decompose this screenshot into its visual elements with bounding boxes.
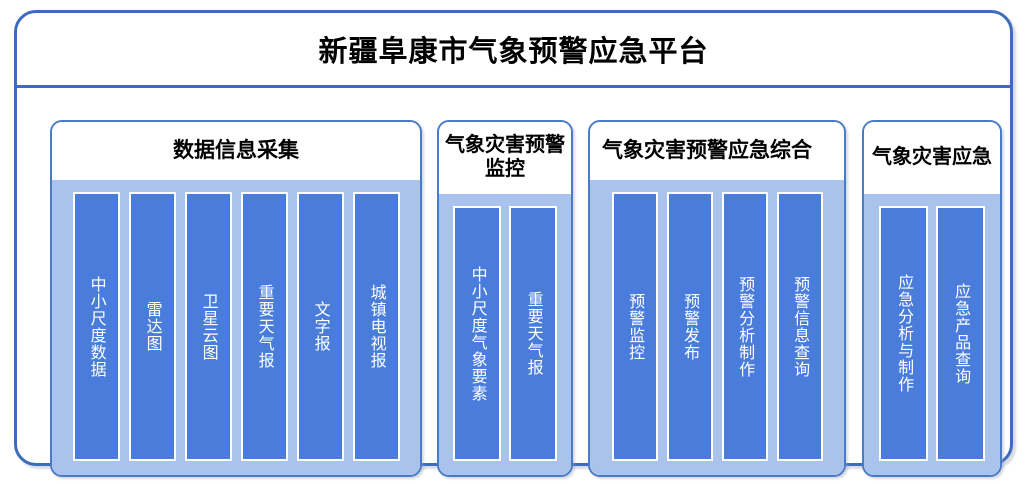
panel-disaster-warning-monitoring[interactable]: 气象灾害预警监控 中小尺度气象要素 重要天气报	[437, 120, 573, 477]
item-bar-label: 应急产品查询	[952, 282, 970, 385]
item-bar[interactable]: 应急产品查询	[936, 206, 985, 461]
item-bar-label: 预警监控	[626, 292, 644, 361]
panel-header: 气象灾害预警监控	[439, 122, 571, 194]
item-bar[interactable]: 重要天气报	[509, 206, 557, 461]
item-bar-label: 重要天气报	[524, 291, 542, 376]
item-bar[interactable]: 重要天气报	[240, 192, 288, 461]
panel-header: 数据信息采集	[52, 122, 420, 180]
item-bar[interactable]: 预警信息查询	[776, 192, 823, 461]
panel-disaster-emergency[interactable]: 气象灾害应急 应急分析与制作 应急产品查询	[862, 120, 1002, 477]
item-bar[interactable]: 城镇电视报	[352, 192, 400, 461]
panel-title: 数据信息采集	[173, 138, 299, 162]
platform-title-bar: 新疆阜康市气象预警应急平台	[17, 13, 1010, 88]
item-bar[interactable]: 中小尺度气象要素	[453, 206, 501, 461]
panels-row: 数据信息采集 中小尺度数据 雷达图 卫星云图 重要天气报 文字报	[17, 88, 1010, 477]
item-bar-label: 预警信息查询	[791, 275, 809, 378]
item-bar[interactable]: 预警监控	[611, 192, 658, 461]
item-bar[interactable]: 应急分析与制作	[879, 206, 928, 461]
item-bar-label: 文字报	[311, 301, 329, 352]
panel-warning-emergency-integrated[interactable]: 气象灾害预警应急综合 预警监控 预警发布 预警分析制作 预警信息查询	[588, 120, 846, 477]
item-bar-label: 预警发布	[681, 292, 699, 361]
item-bar-label: 城镇电视报	[367, 284, 385, 369]
item-bar[interactable]: 雷达图	[128, 192, 176, 461]
item-bar-label: 预警分析制作	[736, 275, 754, 378]
item-bar-label: 卫星云图	[199, 292, 217, 361]
item-bar-label: 中小尺度数据	[87, 275, 105, 378]
item-bar[interactable]: 预警发布	[666, 192, 713, 461]
panel-body: 中小尺度气象要素 重要天气报	[439, 194, 571, 475]
item-bar-label: 重要天气报	[255, 284, 273, 369]
item-bar[interactable]: 预警分析制作	[721, 192, 768, 461]
panel-title: 气象灾害预警应急综合	[602, 138, 812, 162]
panel-body: 预警监控 预警发布 预警分析制作 预警信息查询	[590, 180, 844, 475]
panel-header: 气象灾害应急	[864, 122, 1000, 194]
panel-title: 气象灾害预警监控	[445, 134, 565, 180]
item-bar[interactable]: 卫星云图	[184, 192, 232, 461]
panel-body: 中小尺度数据 雷达图 卫星云图 重要天气报 文字报 城镇电视报	[52, 180, 420, 475]
platform-frame: 新疆阜康市气象预警应急平台 数据信息采集 中小尺度数据 雷达图 卫星云图 重要天…	[14, 10, 1013, 477]
panel-title: 气象灾害应急	[872, 146, 992, 169]
panel-data-collection[interactable]: 数据信息采集 中小尺度数据 雷达图 卫星云图 重要天气报 文字报	[50, 120, 422, 477]
item-bar-label: 雷达图	[143, 301, 161, 352]
item-bar[interactable]: 中小尺度数据	[72, 192, 120, 461]
item-bar-label: 应急分析与制作	[895, 274, 913, 393]
item-bar-label: 中小尺度气象要素	[468, 265, 486, 402]
page-title: 新疆阜康市气象预警应急平台	[318, 36, 709, 68]
item-bar[interactable]: 文字报	[296, 192, 344, 461]
panel-header: 气象灾害预警应急综合	[590, 122, 844, 180]
panel-body: 应急分析与制作 应急产品查询	[864, 194, 1000, 475]
